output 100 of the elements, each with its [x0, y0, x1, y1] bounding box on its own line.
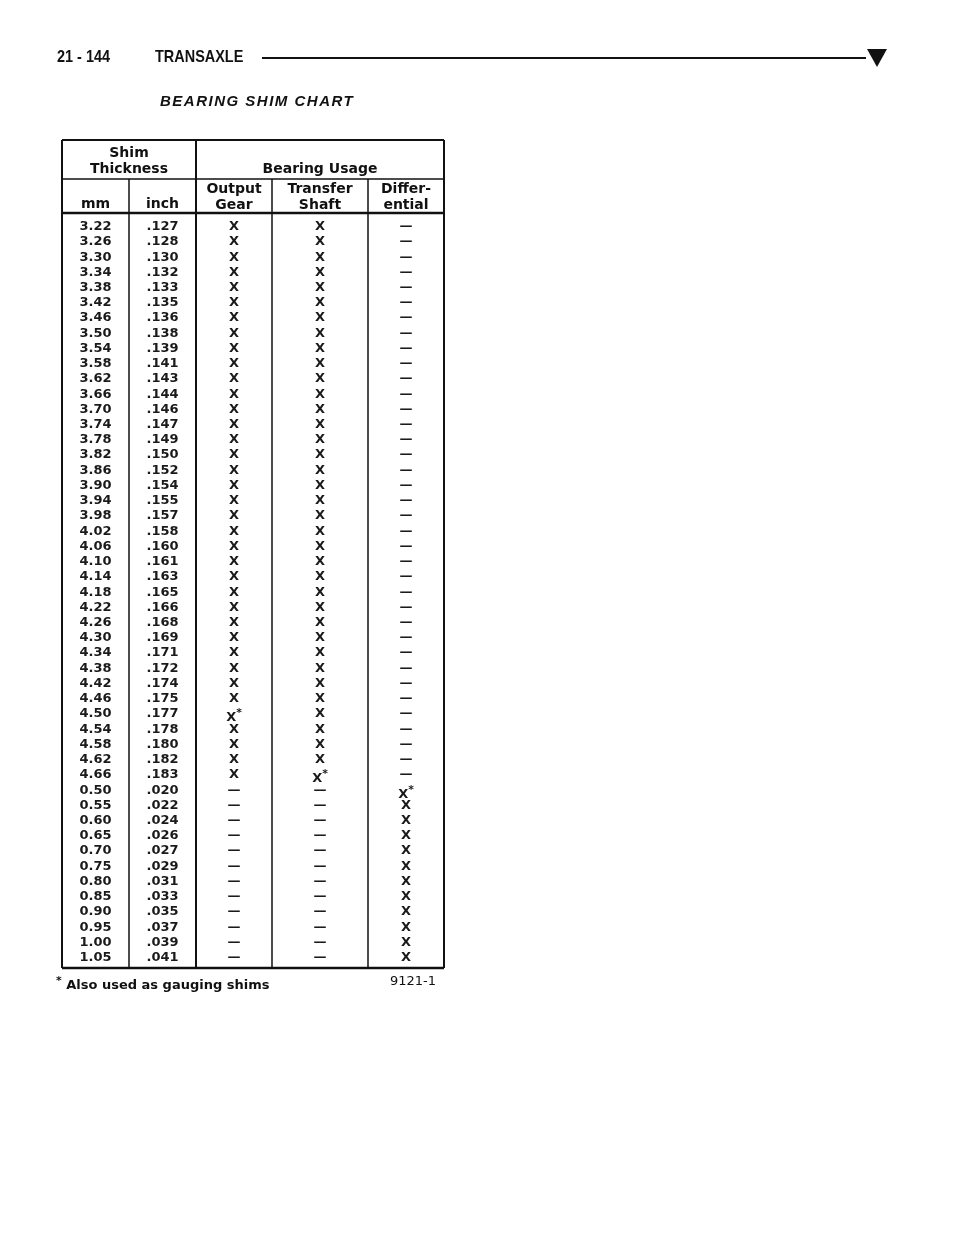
- table-cell-text: —: [398, 644, 414, 660]
- chart-title: BEARING SHIM CHART: [160, 92, 355, 109]
- table-cell-text: .127: [145, 218, 180, 233]
- table-cell-text: X: [400, 949, 412, 964]
- table-cell-text: —: [312, 903, 328, 919]
- table-cell-text: X: [400, 857, 412, 873]
- table-cell-text: .033: [145, 888, 180, 904]
- table-cell-text: —: [398, 537, 414, 553]
- table-cell-text: X: [314, 614, 326, 629]
- table-cell-text: 3.66: [78, 385, 113, 401]
- table-cell-text: .171: [145, 644, 180, 660]
- table-cell-text: X: [314, 294, 326, 310]
- column-header: mm: [79, 195, 112, 211]
- table-cell-text: X: [228, 309, 240, 325]
- table-cell-text: —: [398, 674, 414, 690]
- table-cell-text: X: [314, 248, 326, 264]
- table-cell-text: 4.38: [78, 659, 113, 675]
- table-cell-text: X: [314, 720, 326, 736]
- table-cell-text: X: [314, 583, 326, 599]
- table-cell-text: —: [398, 476, 414, 492]
- table-cell-text: .039: [145, 933, 180, 949]
- table-cell-text: .035: [145, 903, 180, 919]
- table-cell-text: 4.02: [78, 522, 113, 538]
- table-cell-text: 0.65: [78, 827, 113, 843]
- table-cell-text: —: [312, 857, 328, 873]
- table-cell-text: X: [400, 918, 412, 934]
- table-cell-text: 4.30: [78, 629, 113, 645]
- table-cell-text: .158: [145, 522, 180, 538]
- table-cell-text: 0.75: [78, 857, 113, 873]
- table-cell-text: X: [314, 705, 326, 721]
- table-cell-text: —: [398, 263, 414, 279]
- table-cell-text: X: [314, 446, 326, 462]
- table-cell-text: X: [228, 476, 240, 492]
- table-cell-text: X: [314, 492, 326, 508]
- table-cell-text: .180: [145, 735, 180, 751]
- table-cell-text: —: [398, 766, 414, 782]
- table-cell-text: X: [228, 507, 240, 523]
- table-cell-text: —: [312, 811, 328, 827]
- table-cell-text: X: [400, 827, 412, 843]
- table-cell-text: .026: [145, 827, 180, 843]
- table-cell-text: X: [228, 735, 240, 751]
- table-cell-text: .154: [145, 476, 180, 492]
- table-cell-text: 3.82: [78, 446, 113, 462]
- table-cell-text: 3.98: [78, 507, 113, 523]
- table-cell-text: 3.50: [78, 324, 113, 340]
- table-cell-text: X: [228, 339, 240, 355]
- column-header: inch: [145, 195, 180, 211]
- table-cell-text: —: [398, 416, 414, 431]
- table-cell-text: 3.70: [78, 400, 113, 416]
- table-cell-text: 0.85: [78, 888, 113, 904]
- table-cell-text: 0.50: [78, 781, 113, 797]
- table-cell-text: .027: [145, 842, 180, 858]
- table-cell-text: X: [314, 568, 326, 584]
- table-cell-text: .041: [145, 949, 180, 964]
- table-cell-text: X: [314, 233, 326, 249]
- table-cell-text: X: [400, 842, 412, 858]
- table-cell-text: X: [228, 583, 240, 599]
- table-cell-text: .172: [145, 659, 180, 675]
- table-cell-text: —: [226, 796, 242, 812]
- table-cell-text: X: [314, 598, 326, 614]
- table-cell-text: .029: [145, 857, 180, 873]
- table-cell-text: 4.26: [78, 614, 113, 629]
- table-cell-text: 4.50: [78, 705, 113, 721]
- table-cell-text: .128: [145, 233, 180, 249]
- table-cell-text: .022: [145, 796, 180, 812]
- table-cell-text: —: [398, 492, 414, 508]
- table-cell-text: X: [314, 324, 326, 340]
- table-cell-text: 0.80: [78, 872, 113, 888]
- table-cell-text: X: [228, 431, 240, 447]
- table-cell-text: —: [226, 857, 242, 873]
- table-cell-text: X: [228, 324, 240, 340]
- table-cell-text: .141: [145, 355, 180, 371]
- table-cell-text: 3.34: [78, 263, 113, 279]
- table-cell-text: X: [400, 811, 412, 827]
- table-cell-text: —: [312, 888, 328, 904]
- table-cell-text: .139: [145, 339, 180, 355]
- table-cell-text: 4.14: [78, 568, 113, 584]
- table-cell-text: .037: [145, 918, 180, 934]
- table-cell-text: —: [226, 903, 242, 919]
- table-cell-text: .177: [145, 705, 180, 721]
- table-cell-text: X: [228, 294, 240, 310]
- table-cell-text: —: [398, 385, 414, 401]
- table-cell-text: .174: [145, 674, 180, 690]
- table-cell-text: .165: [145, 583, 180, 599]
- table-cell-text: .135: [145, 294, 180, 310]
- table-cell-text: X: [228, 385, 240, 401]
- table-cell-text: .144: [145, 385, 180, 401]
- table-cell-text: —: [398, 294, 414, 310]
- table-cell-text: X: [314, 355, 326, 371]
- table-cell-text: 4.06: [78, 537, 113, 553]
- table-cell-text: X: [314, 659, 326, 675]
- table-cell-text: —: [226, 888, 242, 904]
- figure-number: 9121-1: [390, 973, 437, 988]
- table-cell-text: —: [312, 918, 328, 934]
- table-cell-text: 3.54: [78, 339, 113, 355]
- table-cell-text: .169: [145, 629, 180, 645]
- table-cell-text: —: [398, 751, 414, 766]
- table-cell-text: —: [398, 568, 414, 584]
- table-cell-text: —: [398, 522, 414, 538]
- table-cell-text: X: [314, 309, 326, 325]
